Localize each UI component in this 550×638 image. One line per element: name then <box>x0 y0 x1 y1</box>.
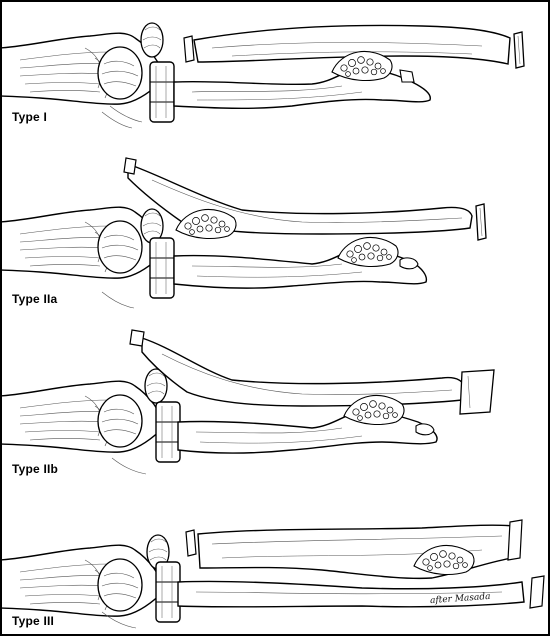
label-type-iib: Type IIb <box>12 462 58 476</box>
panel-type-i <box>2 23 524 128</box>
panel-type-iib <box>2 330 494 474</box>
label-type-iia: Type IIa <box>12 292 57 306</box>
panel-type-iii <box>2 520 544 628</box>
label-type-iii: Type III <box>12 614 54 628</box>
label-type-i: Type I <box>12 110 47 124</box>
panel-type-iia <box>2 158 486 308</box>
